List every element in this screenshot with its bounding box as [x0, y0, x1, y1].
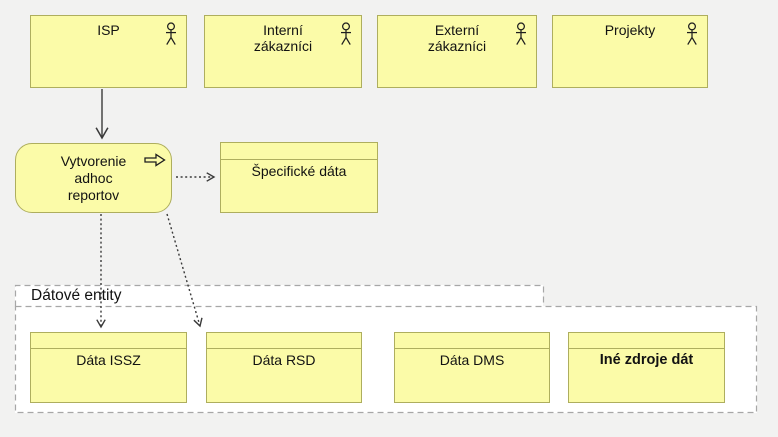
actor-label: Externí zákazníci [427, 22, 487, 54]
data-object-band [569, 333, 724, 349]
actor-box-isp: ISP [30, 15, 187, 88]
data-object-band [221, 143, 377, 160]
actor-label: Interní zákazníci [253, 22, 313, 54]
data-object-specificke-data: Špecifické dáta [220, 142, 378, 213]
business-actor-icon [516, 22, 526, 45]
hollow-right-arrow-icon [144, 153, 166, 167]
actor-box-projekty: Projekty [552, 15, 708, 88]
data-object-data-dms: Dáta DMS [394, 332, 550, 403]
business-actor-icon [166, 22, 176, 45]
data-object-band [207, 333, 361, 349]
data-object-label: Dáta DMS [439, 352, 505, 368]
actor-label: ISP [97, 22, 120, 38]
actor-box-interni-zakaznici: Interní zákazníci [204, 15, 362, 88]
actor-box-externi-zakaznici: Externí zákazníci [377, 15, 537, 88]
data-object-label: Dáta RSD [252, 352, 316, 368]
process-box-vytvorenie-adhoc-reportov: Vytvorenie adhoc reportov [15, 143, 172, 213]
data-object-data-rsd: Dáta RSD [206, 332, 362, 403]
business-actor-icon [341, 22, 351, 45]
data-object-label: Iné zdroje dát [599, 352, 694, 368]
data-object-label: Špecifické dáta [251, 163, 347, 179]
data-object-label: Dáta ISSZ [76, 352, 141, 368]
actor-label: Projekty [604, 22, 656, 38]
business-actor-icon [687, 22, 697, 45]
data-object-band [31, 333, 186, 349]
process-label: Vytvorenie adhoc reportov [60, 152, 127, 203]
data-object-data-issz: Dáta ISSZ [30, 332, 187, 403]
group-label: Dátové entity [31, 287, 122, 304]
data-object-ine-zdroje-dat: Iné zdroje dát [568, 332, 725, 403]
data-object-band [395, 333, 549, 349]
